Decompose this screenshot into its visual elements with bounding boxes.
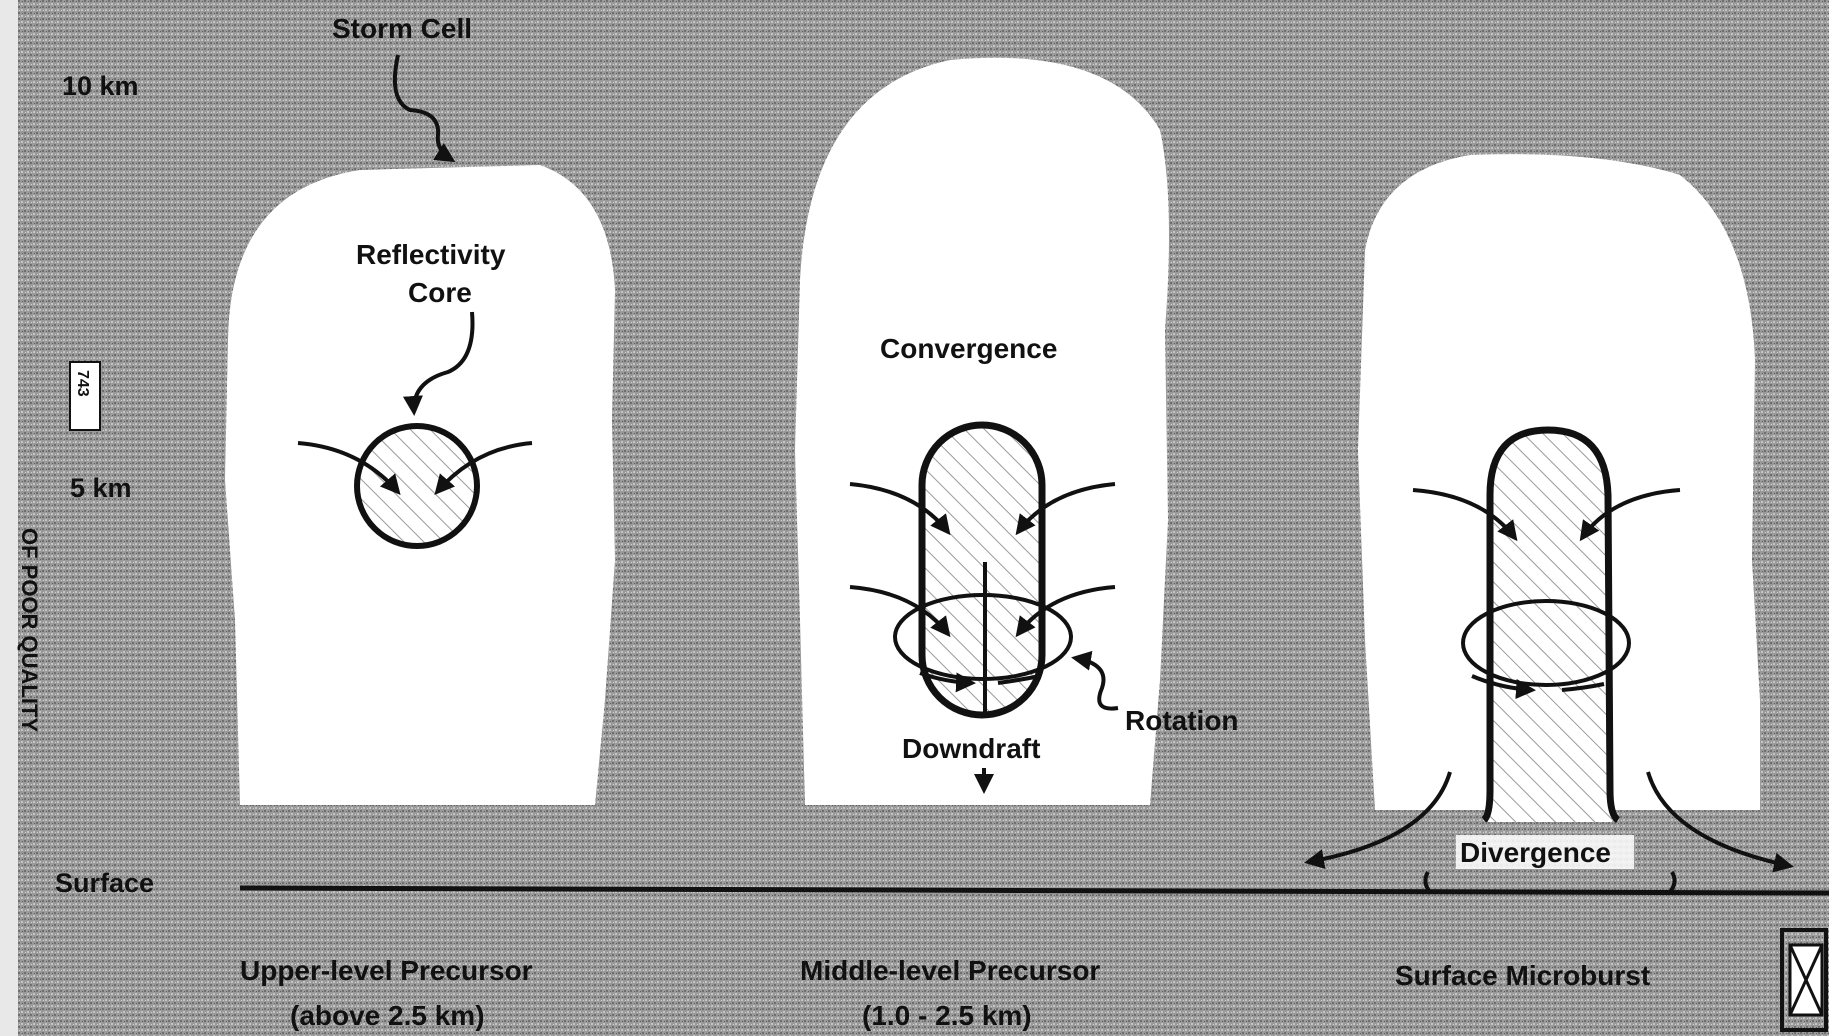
reflectivity-core-label-line1: Reflectivity: [356, 239, 506, 270]
tick-5km-label: 5 km: [70, 473, 132, 503]
page-number-text: 743: [74, 370, 91, 397]
left-margin-strip: [0, 0, 18, 1036]
panel2-title: Middle-level Precursor: [800, 955, 1100, 986]
microburst-column: [1488, 430, 1612, 822]
tick-10km-label: 10 km: [62, 71, 139, 101]
surface-label: Surface: [55, 868, 154, 898]
rotation-label: Rotation: [1125, 705, 1239, 736]
corner-stamp-icon: [1782, 930, 1826, 1030]
downdraft-column: [922, 425, 1042, 715]
panel2-subtitle: (1.0 - 2.5 km): [862, 1000, 1032, 1031]
reflectivity-core-circle: [357, 426, 477, 546]
panel1-subtitle: (above 2.5 km): [290, 1000, 485, 1031]
poor-quality-text: OF POOR QUALITY: [17, 528, 42, 732]
panel1-title: Upper-level Precursor: [240, 955, 533, 986]
convergence-label: Convergence: [880, 333, 1057, 364]
reflectivity-core-label-line2: Core: [408, 277, 472, 308]
downdraft-label: Downdraft: [902, 733, 1040, 764]
panel3-title: Surface Microburst: [1395, 960, 1650, 991]
divergence-label: Divergence: [1460, 837, 1611, 868]
storm-cell-label: Storm Cell: [332, 13, 472, 44]
